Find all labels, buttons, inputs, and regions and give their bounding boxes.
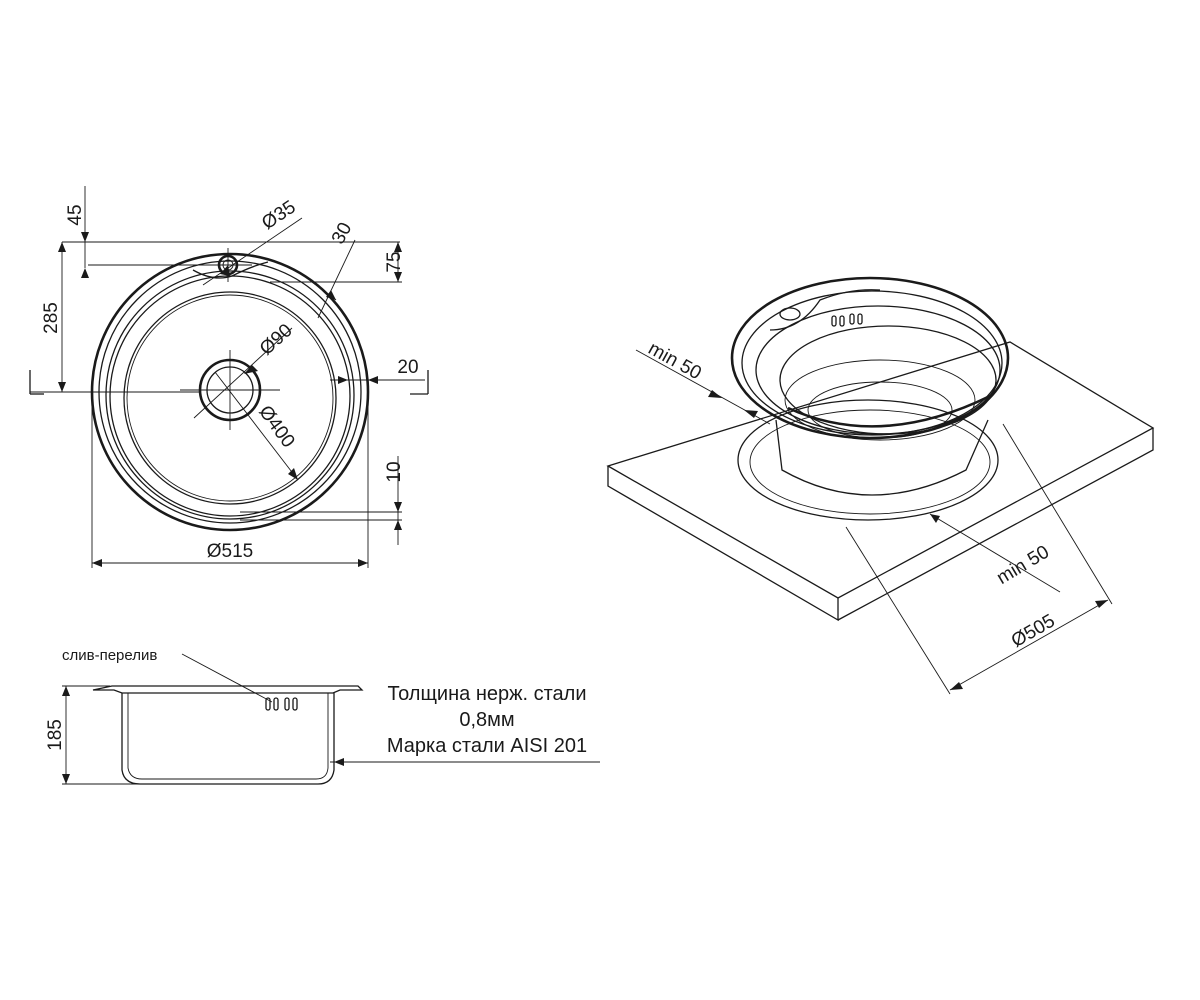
- overflow-slot-4: [292, 697, 298, 711]
- dim-185-label: 185: [45, 719, 66, 751]
- dim-d400-label: Ø400: [254, 402, 298, 452]
- dim-10-label: 10: [384, 461, 405, 482]
- dim-d35-label: Ø35: [258, 197, 300, 234]
- note-steel-grade: Марка стали AISI 201: [387, 735, 587, 757]
- overflow-slot-3: [284, 697, 290, 711]
- dim-30-label: 30: [328, 219, 356, 248]
- dim-285-label: 285: [41, 302, 62, 334]
- overflow-slot-1: [265, 697, 271, 711]
- faucet-ledge: [192, 261, 269, 279]
- side-view: слив-перелив 185 Толщина нерж. стали 0,8…: [45, 647, 600, 785]
- dim-20-label: 20: [397, 357, 418, 378]
- iso-rim-outer: [730, 276, 1010, 440]
- iso-bowl-opening: [779, 325, 997, 435]
- iso-rim-inner: [741, 290, 1003, 436]
- iso-faucet-hole: [779, 307, 801, 321]
- countertop-cutout: [737, 399, 999, 521]
- note-thickness-value: 0,8мм: [459, 709, 514, 731]
- overflow-label: слив-перелив: [62, 647, 157, 664]
- countertop-side: [837, 428, 1154, 621]
- top-view: 45 285 75 Ø35 30 Ø90 Ø400: [29, 186, 429, 568]
- dim-d515-label: Ø515: [207, 541, 253, 562]
- dim-45-label: 45: [65, 204, 86, 225]
- isometric-view: min 50 min 50 Ø505: [606, 276, 1155, 695]
- overflow-slot-2: [273, 697, 279, 711]
- side-bowl: [121, 693, 335, 785]
- bowl-outline: [123, 291, 337, 505]
- note-thickness: Толщина нерж. стали: [387, 683, 586, 705]
- countertop-front: [607, 466, 839, 622]
- dim-75-label: 75: [384, 251, 405, 272]
- dim-d90-label: Ø90: [256, 320, 297, 360]
- rim-groove-1: [105, 270, 355, 520]
- bowl-outline-inner: [126, 294, 334, 502]
- dim-d505-label: Ø505: [1008, 611, 1059, 652]
- side-rim: [92, 685, 364, 694]
- iso-bowl-body: [775, 419, 989, 496]
- dim-min50-right: min 50: [993, 542, 1053, 589]
- dim-min50-left: min 50: [645, 338, 705, 384]
